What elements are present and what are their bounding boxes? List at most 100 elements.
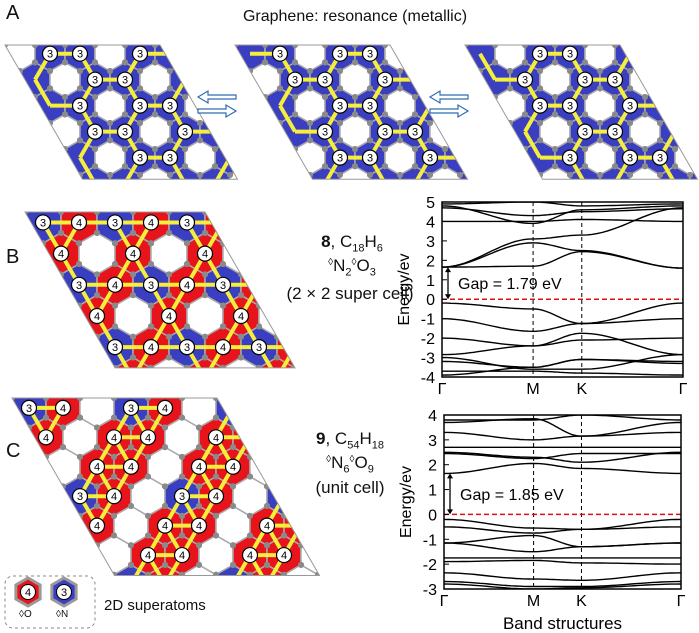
superatom-bond bbox=[78, 156, 97, 180]
site-number: 4 bbox=[130, 249, 136, 261]
carbon-atom bbox=[110, 473, 117, 480]
site-number: 3 bbox=[612, 75, 618, 87]
carbon-atom bbox=[167, 189, 173, 195]
carbon-atom bbox=[212, 414, 219, 421]
carbon-atom bbox=[220, 386, 226, 392]
carbon-atom bbox=[110, 512, 117, 519]
carbon-atom bbox=[227, 119, 234, 126]
site-number: 4 bbox=[213, 491, 219, 503]
compound-number: 9 bbox=[316, 429, 326, 448]
carbon-atom bbox=[147, 364, 154, 368]
carbon-atom bbox=[315, 512, 320, 519]
carbon-atom bbox=[281, 591, 287, 597]
site-circle bbox=[131, 97, 149, 114]
carbon-atom bbox=[465, 45, 468, 49]
site-number: 3 bbox=[337, 101, 343, 113]
carbon-atom bbox=[427, 68, 434, 75]
graphene-2-lattice bbox=[235, 45, 478, 204]
carbon-atom bbox=[112, 199, 118, 205]
carbon-atom bbox=[136, 137, 143, 144]
carbon-atom bbox=[181, 145, 188, 152]
site-number: 4 bbox=[184, 280, 190, 292]
site-number: 4 bbox=[196, 462, 202, 474]
element-o: O bbox=[356, 256, 370, 275]
carbon-atom bbox=[195, 561, 202, 568]
site-circle bbox=[86, 71, 104, 88]
carbon-atom bbox=[182, 59, 189, 66]
y-tick-label: 2 bbox=[426, 253, 435, 270]
carbon-atom bbox=[212, 453, 219, 460]
site-circle bbox=[142, 276, 160, 293]
carbon-atom bbox=[197, 85, 204, 92]
diamond-mark: ◊ bbox=[326, 454, 332, 465]
carbon-atom bbox=[5, 59, 8, 66]
carbon-atom bbox=[129, 354, 136, 361]
site-circle bbox=[161, 97, 179, 114]
carbon-atom bbox=[77, 33, 83, 39]
carbon-atom bbox=[366, 85, 373, 92]
carbon-atom bbox=[472, 146, 478, 152]
carbon-atom bbox=[76, 414, 83, 421]
carbon-atom bbox=[242, 163, 248, 169]
site-circle bbox=[516, 71, 534, 88]
carbon-atom bbox=[112, 386, 118, 392]
carbon-atom bbox=[491, 59, 498, 66]
carbon-atom bbox=[91, 93, 98, 100]
site-number: 3 bbox=[612, 127, 618, 139]
carbon-atom bbox=[91, 163, 98, 170]
carbon-atom bbox=[230, 601, 236, 607]
y-tick-label: -3 bbox=[423, 582, 437, 599]
carbon-atom bbox=[276, 68, 283, 75]
site-number: 4 bbox=[128, 462, 134, 474]
carbon-atom bbox=[246, 473, 253, 480]
carbon-atom bbox=[687, 137, 693, 144]
carbon-atom bbox=[298, 601, 304, 607]
carbon-atom bbox=[151, 93, 158, 100]
legend-n-circle bbox=[56, 584, 72, 600]
site-circle bbox=[406, 123, 424, 140]
carbon-atom bbox=[162, 385, 168, 391]
carbon-atom bbox=[672, 111, 678, 118]
carbon-atom bbox=[596, 85, 603, 92]
band-line bbox=[444, 452, 681, 460]
band-line bbox=[444, 526, 681, 534]
carbon-atom bbox=[144, 453, 151, 460]
site-circle bbox=[178, 339, 196, 356]
site-circle bbox=[86, 123, 104, 140]
carbon-atom bbox=[59, 444, 66, 451]
carbon-atom bbox=[627, 33, 633, 39]
site-circle bbox=[88, 307, 106, 325]
carbon-atom bbox=[306, 68, 313, 75]
carbon-atom bbox=[472, 163, 478, 169]
carbon-atom bbox=[197, 189, 203, 195]
carbon-atom bbox=[237, 292, 244, 299]
plot-frame bbox=[443, 414, 682, 590]
carbon-atom bbox=[242, 163, 248, 169]
legend-label: 2D superatoms bbox=[104, 597, 206, 614]
carbon-atom bbox=[93, 271, 100, 278]
carbon-atom bbox=[61, 59, 68, 66]
band-line bbox=[444, 534, 681, 548]
x-tick-label: M bbox=[526, 381, 539, 398]
carbon-atom bbox=[42, 414, 49, 421]
compound-9-superatoms: ◊N6◊O9 bbox=[326, 453, 374, 475]
carbon-atom bbox=[307, 189, 313, 195]
site-number: 4 bbox=[94, 521, 100, 533]
carbon-atom bbox=[457, 189, 463, 195]
site-circle bbox=[316, 123, 334, 140]
carbon-atom bbox=[75, 261, 82, 268]
site-circle bbox=[70, 276, 88, 293]
carbon-atom bbox=[237, 354, 244, 361]
carbon-atom bbox=[161, 483, 168, 490]
carbon-atom bbox=[144, 532, 151, 539]
carbon-atom bbox=[442, 198, 448, 204]
carbon-atom bbox=[426, 119, 433, 126]
carbon-atom bbox=[396, 119, 403, 126]
site-number: 3 bbox=[322, 75, 328, 87]
carbon-atom bbox=[106, 85, 113, 92]
site-circle bbox=[176, 123, 194, 140]
